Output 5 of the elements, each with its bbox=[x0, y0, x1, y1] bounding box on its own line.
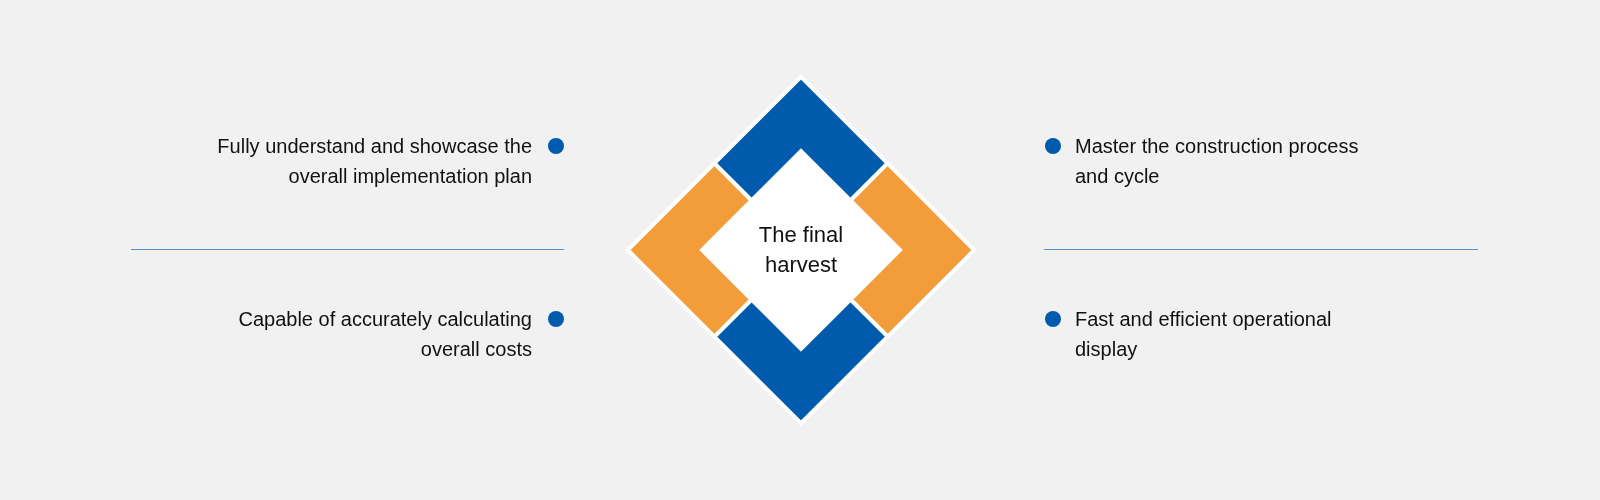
bullet-text: Capable of accurately calculating overall costs bbox=[237, 307, 532, 362]
bullet-text: Fully understand and showcase the overall implementation plan bbox=[216, 134, 532, 189]
bullet-text: Master the construction process and cycle bbox=[1075, 134, 1360, 189]
center-title: The final harvest bbox=[757, 221, 845, 279]
bullet-text: Fast and efficient operational display bbox=[1075, 307, 1333, 362]
